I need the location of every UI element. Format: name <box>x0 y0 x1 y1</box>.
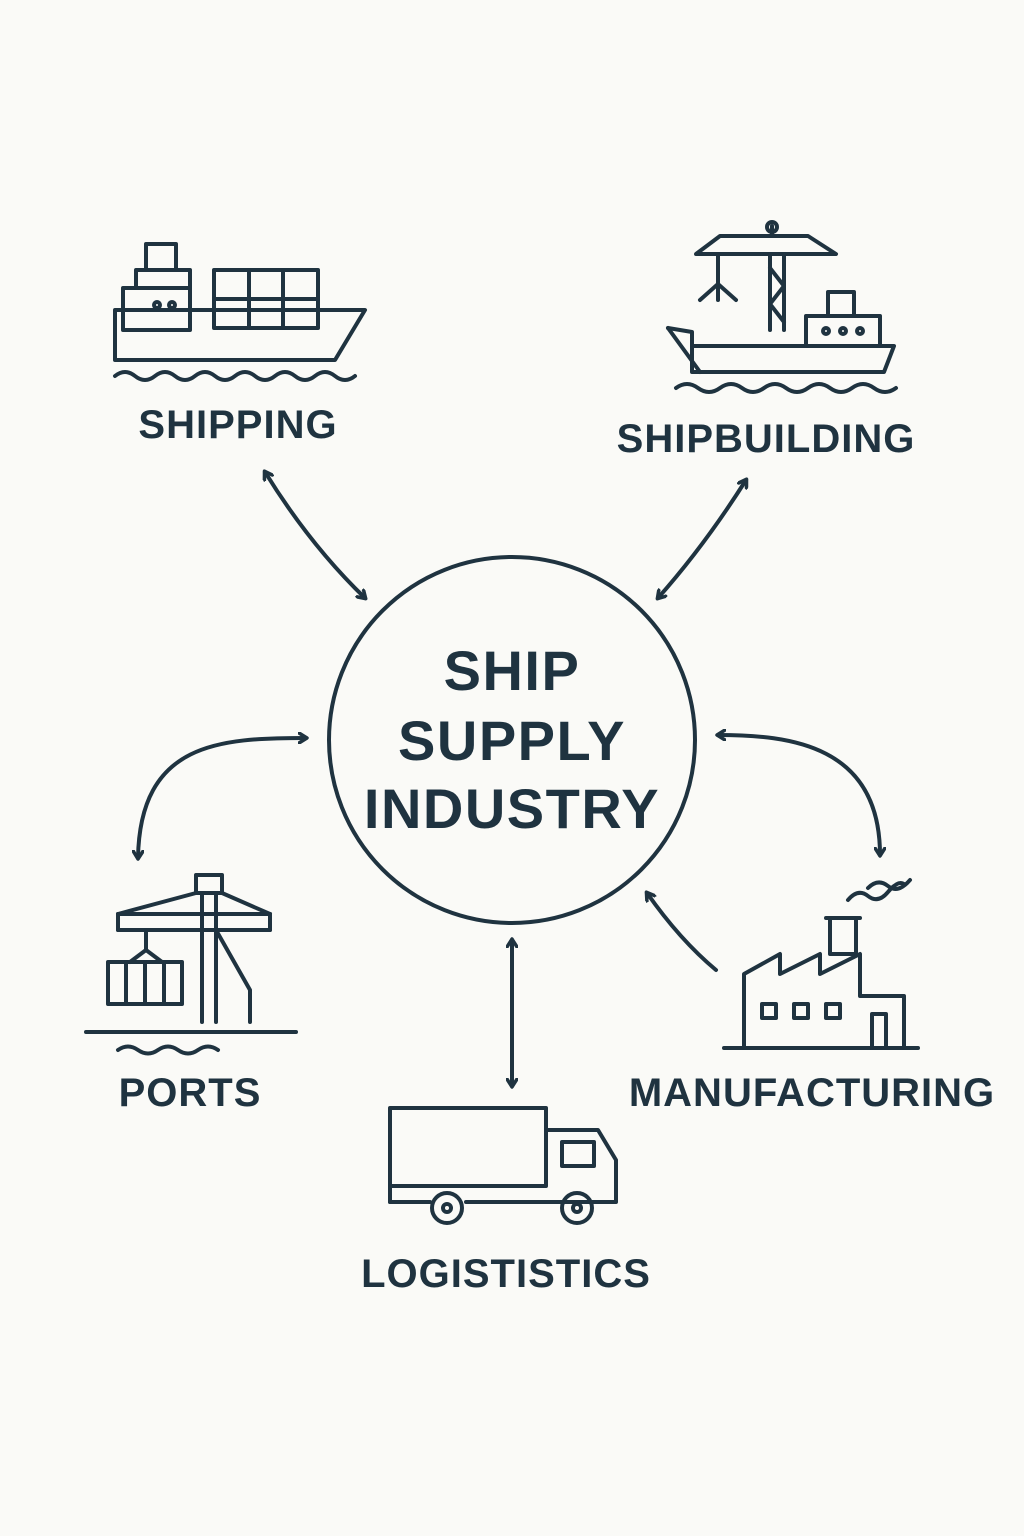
node-manufacturing: MANUFACTURING <box>629 878 995 1115</box>
connector-shipbuilding <box>658 480 746 598</box>
connector-manufacturing <box>718 735 880 855</box>
connector-manufacturing-inbound <box>647 893 718 972</box>
center-label-line-1: SHIP <box>444 639 581 702</box>
container-ship-icon <box>113 242 367 382</box>
node-label-shipbuilding: SHIPBUILDING <box>617 417 916 461</box>
port-crane-icon <box>84 873 298 1056</box>
node-shipbuilding: SHIPBUILDING <box>617 220 916 461</box>
factory-icon <box>722 878 920 1050</box>
center-label-line-2: SUPPLY <box>398 709 626 772</box>
shipyard-crane-icon <box>666 220 898 394</box>
node-label-logistics: LOGISTISTICS <box>361 1252 651 1296</box>
node-ports: PORTS <box>84 873 298 1115</box>
node-shipping: SHIPPING <box>113 242 367 447</box>
node-label-ports: PORTS <box>119 1071 262 1115</box>
node-label-manufacturing: MANUFACTURING <box>629 1071 995 1115</box>
connectors <box>138 472 880 1086</box>
center-circle <box>327 555 697 925</box>
node-logistics: LOGISTISTICS <box>361 1106 651 1296</box>
truck-icon <box>388 1106 618 1225</box>
center-node: SHIP SUPPLY INDUSTRY <box>327 555 697 925</box>
connector-shipping <box>265 472 365 598</box>
connector-ports <box>138 738 306 858</box>
node-label-shipping: SHIPPING <box>138 403 337 447</box>
center-label-line-3: INDUSTRY <box>364 777 660 840</box>
